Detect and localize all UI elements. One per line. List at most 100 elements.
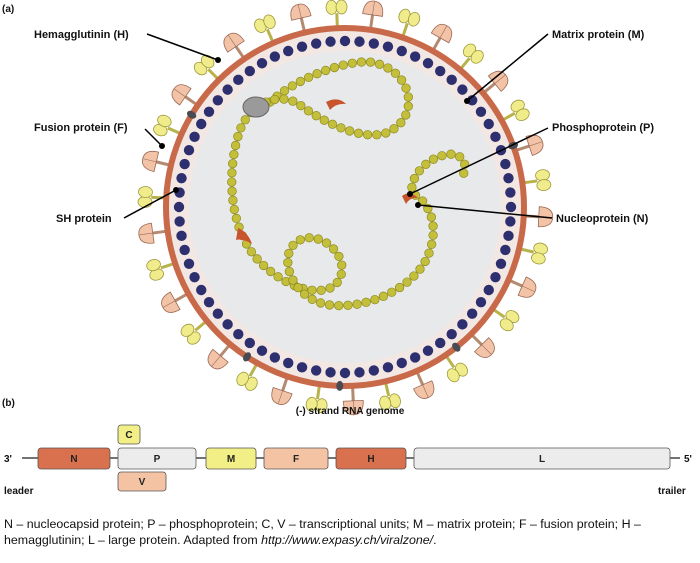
matrix-bead xyxy=(269,51,281,62)
rna-bead xyxy=(246,247,257,257)
rna-bead xyxy=(372,130,382,140)
rna-bead xyxy=(394,282,405,293)
fusion-spike xyxy=(523,169,552,192)
matrix-bead xyxy=(409,352,421,363)
unit-c xyxy=(117,424,141,445)
rna-bead xyxy=(381,128,391,138)
matrix-bead xyxy=(173,201,185,213)
fusion-spike xyxy=(146,259,175,281)
caption-text: N – nucleocapsid protein; P – phosphopro… xyxy=(4,517,641,547)
matrix-bead xyxy=(256,345,268,356)
rna-bead xyxy=(258,260,269,271)
matrix-bead xyxy=(382,41,394,52)
callout-phospho xyxy=(409,127,549,195)
rna-bead xyxy=(362,130,373,140)
matrix-bead xyxy=(505,201,517,213)
callout-dot xyxy=(215,57,221,63)
rna-bead xyxy=(374,59,385,69)
callout-nucleo xyxy=(417,204,553,219)
matrix-bead xyxy=(396,357,407,369)
matrix-bead xyxy=(503,172,514,184)
rna-bead xyxy=(403,101,413,111)
rna-bead xyxy=(334,300,344,311)
rna-bead xyxy=(353,128,364,138)
panel-a-label: (a) xyxy=(2,4,14,15)
rna-bead xyxy=(337,260,347,270)
label-nucleoprotein: Nucleoprotein (N) xyxy=(556,213,649,225)
matrix-bead xyxy=(222,84,233,95)
genome-title: (-) strand RNA genome xyxy=(296,406,405,417)
matrix-bead xyxy=(368,38,380,49)
rna-bead xyxy=(389,124,399,134)
matrix-bead xyxy=(196,118,207,130)
sh-protein xyxy=(186,110,197,119)
hemagglutinin-spike xyxy=(482,70,509,94)
sh-protein xyxy=(243,352,252,362)
rna-bead xyxy=(284,266,295,277)
rna-bead xyxy=(336,123,346,133)
callout-lines xyxy=(123,33,553,219)
rna-bead xyxy=(446,149,456,159)
gene-m-label: M xyxy=(227,454,235,465)
rna-bead xyxy=(252,254,262,264)
rna-bead xyxy=(383,63,393,73)
matrix-bead xyxy=(222,319,233,330)
hemagglutinin-spike xyxy=(342,386,364,416)
callout-dots xyxy=(159,57,470,208)
rna-bead xyxy=(313,234,323,244)
matrix-bead xyxy=(483,284,494,296)
rna-bead xyxy=(402,277,412,287)
matrix-bead xyxy=(446,328,457,340)
rna-bead xyxy=(307,285,317,295)
matrix-bead xyxy=(269,352,281,363)
rna-bead xyxy=(270,94,280,105)
polymerase-l xyxy=(242,96,270,118)
rna-bead xyxy=(426,212,437,222)
rna-bead xyxy=(307,294,317,304)
matrix-bead xyxy=(422,58,434,69)
fusion-spike xyxy=(519,242,549,265)
matrix-bead xyxy=(396,45,407,57)
unit-v xyxy=(117,471,167,492)
matrix-bead xyxy=(174,216,185,227)
rna-bead xyxy=(321,65,331,76)
phosphoprotein-mark xyxy=(402,193,418,204)
callout-dot xyxy=(415,202,421,208)
matrix-bead xyxy=(466,95,478,106)
matrix-bead xyxy=(503,230,514,242)
rna-bead xyxy=(295,76,306,87)
fusion-spike xyxy=(492,308,520,332)
rna-bead xyxy=(352,299,362,309)
fusion-spike xyxy=(459,43,484,70)
matrix-bead xyxy=(325,36,336,47)
surface-glycoproteins xyxy=(137,0,554,416)
end-5prime: 5' xyxy=(684,454,692,465)
rna-bead xyxy=(338,60,348,70)
rna-bead xyxy=(228,158,238,169)
matrix-bead xyxy=(310,38,322,49)
rna-bead xyxy=(273,272,283,282)
matrix-bead xyxy=(475,297,487,308)
rna-bead xyxy=(240,115,250,125)
fusion-spike xyxy=(180,320,208,345)
matrix-bead xyxy=(233,74,244,86)
rna-bead xyxy=(288,96,298,106)
gene-l xyxy=(413,447,671,470)
rna-bead xyxy=(409,271,419,281)
fusion-spike xyxy=(193,54,220,81)
hemagglutinin-spike xyxy=(141,150,171,173)
matrix-bead xyxy=(483,118,494,130)
rna-bead xyxy=(299,289,310,299)
rna-bead xyxy=(295,235,305,245)
matrix-bead xyxy=(179,244,190,256)
matrix-bead xyxy=(422,345,434,356)
rna-bead xyxy=(356,57,367,67)
rna-bead xyxy=(327,119,338,129)
rna-bead xyxy=(236,123,246,133)
caption-link: http://www.expasy.ch/viralzone/ xyxy=(261,533,434,547)
callout-dot xyxy=(407,191,413,197)
rna-bead xyxy=(343,300,353,310)
rna-bead xyxy=(396,118,406,128)
rna-bead xyxy=(347,58,357,68)
matrix-bead xyxy=(233,328,244,340)
